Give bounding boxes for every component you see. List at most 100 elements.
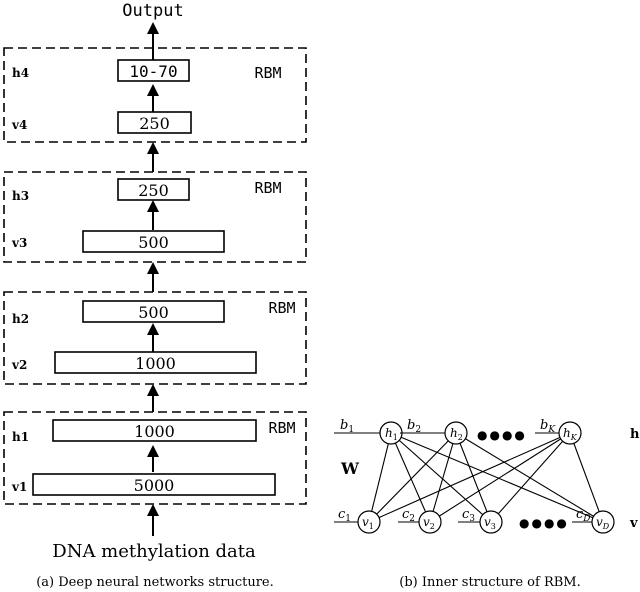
- visible-node-d: cD vD: [572, 507, 615, 534]
- bias-label: b: [340, 418, 348, 433]
- hidden-node-2: b2 h2: [400, 418, 468, 445]
- visible-row-label: v: [629, 516, 638, 531]
- layer-units-h4: 10-70: [129, 62, 177, 81]
- svg-text:h1: h1: [385, 426, 398, 442]
- visible-node-circle: [479, 510, 503, 534]
- dnn-diagram: Output RBM h4: [3, 1, 307, 590]
- bias-sub: D: [582, 514, 590, 524]
- arrows: [147, 22, 159, 536]
- rbm-block-border: [3, 47, 307, 143]
- rbm-block-3: RBM h3 250 v3 500: [3, 171, 307, 263]
- layer-box-h3: [117, 178, 190, 201]
- arrow-v2-h2: [147, 323, 159, 352]
- rbm-label: RBM: [268, 419, 295, 437]
- layer-box-v3: [82, 230, 225, 253]
- layer-units-h2: 500: [138, 303, 169, 322]
- svg-text:b2: b2: [407, 418, 421, 435]
- visible-node-circle: [591, 510, 615, 534]
- visible-node-circle: [418, 510, 442, 534]
- bias-sub: 1: [345, 514, 351, 524]
- svg-text:c2: c2: [402, 507, 415, 524]
- caption-b: (b) Inner structure of RBM.: [399, 575, 580, 590]
- visible-node-2: c2 v2: [398, 507, 442, 534]
- rbm-label: RBM: [254, 179, 281, 197]
- svg-text:v2: v2: [423, 515, 435, 531]
- layer-box-v1: [32, 473, 276, 496]
- node-label: h: [450, 426, 458, 440]
- output-label: Output: [122, 1, 183, 21]
- svg-text:c3: c3: [462, 507, 475, 524]
- arrow-b3-b2: [147, 262, 159, 292]
- arrow-to-output: [147, 22, 159, 48]
- node-sub: 3: [491, 522, 496, 531]
- layer-units-v4: 250: [139, 114, 170, 133]
- node-label: v: [596, 515, 603, 529]
- visible-node-1: c1 v1: [334, 507, 381, 534]
- layer-label-v4: v4: [11, 118, 27, 132]
- rbm-edges: [368, 432, 604, 523]
- bias-label: c: [462, 507, 470, 522]
- node-label: v: [362, 515, 369, 529]
- layer-box-h2: [82, 300, 225, 323]
- rbm-label: RBM: [254, 64, 281, 82]
- node-sub: 2: [430, 522, 435, 531]
- layer-box-v4: [117, 111, 192, 134]
- hidden-node-circle: [444, 421, 468, 445]
- svg-text:cD: cD: [576, 507, 591, 524]
- svg-text:h2: h2: [450, 426, 463, 442]
- hidden-node-circle: [558, 421, 582, 445]
- visible-ellipsis: ●●●●: [519, 516, 569, 530]
- caption-a: (a) Deep neural networks structure.: [36, 575, 274, 590]
- hidden-node-k: bK hK: [535, 418, 582, 445]
- node-label: h: [563, 426, 571, 440]
- layer-units-v1: 5000: [134, 476, 175, 495]
- node-sub: 1: [393, 433, 398, 442]
- rbm-block-1: RBM h1 1000 v1 5000: [3, 411, 307, 505]
- arrow-v4-h4: [147, 84, 159, 112]
- input-label: DNA methylation data: [52, 541, 256, 562]
- layer-label-h3: h3: [12, 189, 29, 203]
- bias-label: b: [540, 418, 548, 433]
- rbm-diagram: W b1 h1 b2 h2 ●●●● bK hK h c1 v1: [334, 418, 640, 590]
- hidden-ellipsis: ●●●●: [477, 428, 527, 442]
- rbm-block-border: [3, 411, 307, 505]
- layer-label-h2: h2: [12, 312, 29, 326]
- visible-node-circle: [357, 510, 381, 534]
- visible-node-3: c3 v3: [458, 507, 503, 534]
- rbm-block-border: [3, 291, 307, 385]
- layer-units-v3: 500: [138, 233, 169, 252]
- layer-label-v3: v3: [11, 236, 27, 250]
- bias-sub: K: [547, 425, 556, 435]
- svg-text:hK: hK: [563, 426, 578, 442]
- arrow-b4-b3: [147, 384, 159, 412]
- bias-label: b: [407, 418, 415, 433]
- hidden-row-label: h: [630, 427, 640, 442]
- rbm-block-4: RBM h4 10-70 v4 250: [3, 47, 307, 143]
- bias-sub: 2: [415, 425, 421, 435]
- layer-label-v1: v1: [11, 480, 27, 494]
- arrow-v3-h3: [147, 200, 159, 230]
- node-sub: 1: [369, 522, 374, 531]
- bias-label: c: [338, 507, 346, 522]
- layer-box-v2: [54, 351, 257, 374]
- node-label: v: [423, 515, 430, 529]
- svg-text:v1: v1: [362, 515, 374, 531]
- layer-units-h3: 250: [138, 181, 169, 200]
- svg-text:b1: b1: [340, 418, 354, 435]
- weight-label: W: [340, 459, 360, 478]
- layer-box-h4: [117, 59, 190, 82]
- bias-label: c: [402, 507, 410, 522]
- bias-sub: 1: [348, 425, 354, 435]
- rbm-label: RBM: [268, 299, 295, 317]
- layer-box-h1: [52, 419, 257, 442]
- svg-text:c1: c1: [338, 507, 351, 524]
- svg-text:vD: vD: [596, 515, 610, 531]
- arrow-input: [147, 504, 159, 536]
- node-sub: 2: [458, 433, 463, 442]
- rbm-block-2: RBM h2 500 v2 1000: [3, 291, 307, 385]
- hidden-node-1: b1 h1: [334, 418, 403, 445]
- layer-units-v2: 1000: [135, 354, 176, 373]
- svg-text:v3: v3: [484, 515, 496, 531]
- layer-label-h4: h4: [12, 66, 29, 80]
